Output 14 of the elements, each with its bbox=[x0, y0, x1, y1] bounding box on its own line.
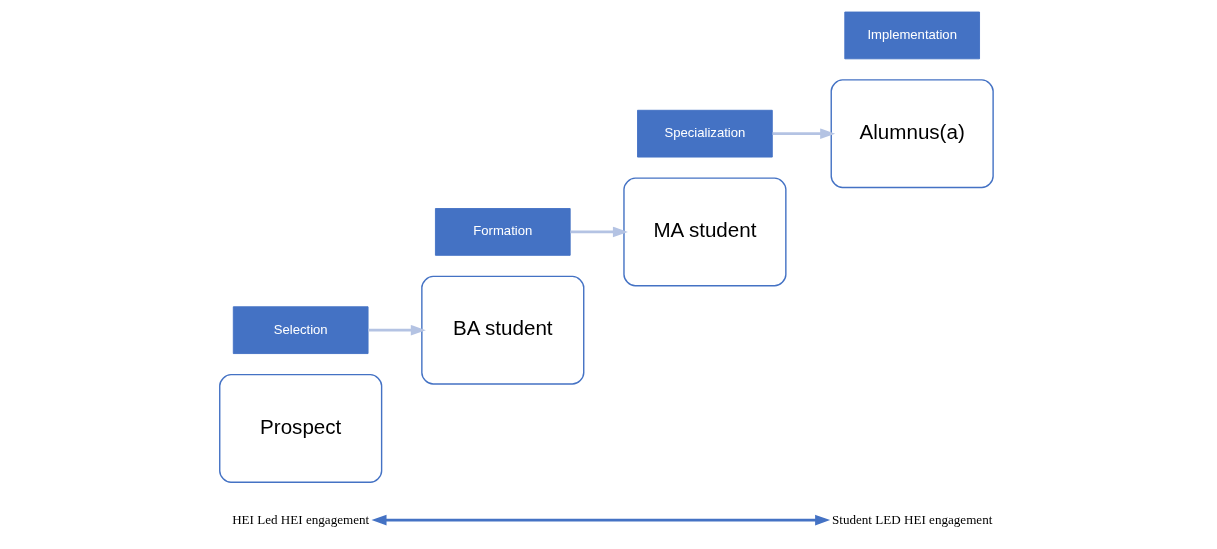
node-box: MA student bbox=[622, 177, 787, 287]
node-box: Specialization bbox=[636, 109, 773, 158]
node-box: Implementation bbox=[843, 11, 980, 60]
node-text: HEI Led HEI engagement bbox=[231, 511, 369, 527]
arrow bbox=[367, 324, 426, 336]
arrow bbox=[371, 514, 830, 526]
node-box: Alumnus(a) bbox=[830, 79, 994, 189]
node-box: Formation bbox=[434, 208, 571, 256]
node-box: Prospect bbox=[218, 373, 382, 483]
node-box: Selection bbox=[232, 306, 369, 355]
node-text: Student LED HEI engagement bbox=[831, 511, 992, 527]
arrow bbox=[569, 226, 628, 238]
node-box: BA student bbox=[420, 275, 584, 385]
arrow bbox=[772, 128, 835, 139]
